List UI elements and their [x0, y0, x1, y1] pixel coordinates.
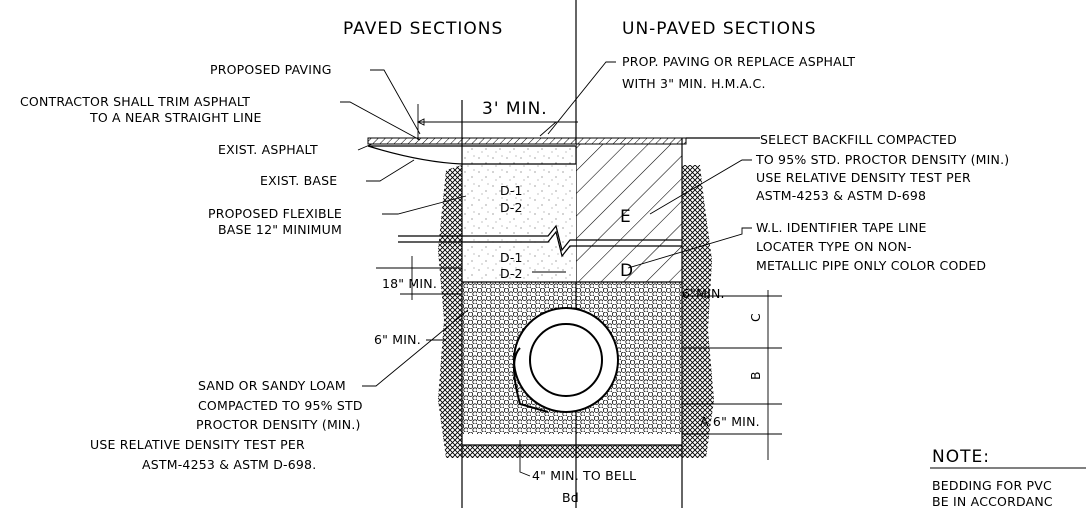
tape-label-1: W.L. IDENTIFIER TAPE LINE [756, 220, 927, 235]
sand-label-3: PROCTOR DENSITY (MIN.) [196, 417, 361, 432]
trim-asphalt-label-2: TO A NEAR STRAIGHT LINE [89, 110, 262, 125]
bd-label: Bd [562, 490, 579, 505]
pipe-bell [513, 347, 549, 413]
sand-label-1: SAND OR SANDY LOAM [198, 378, 346, 393]
unpaved-sections-heading: UN-PAVED SECTIONS [622, 19, 817, 39]
prop-paving-label-1: PROP. PAVING OR REPLACE ASPHALT [622, 54, 855, 69]
note-line-1: BEDDING FOR PVC [932, 478, 1052, 493]
exist-base-layer [367, 145, 577, 165]
note-line-2: BE IN ACCORDANC [932, 494, 1053, 508]
sand-label-2: COMPACTED TO 95% STD [198, 398, 363, 413]
tape-label-3: METALLIC PIPE ONLY COLOR CODED [756, 258, 986, 273]
select-backfill-label-2: TO 95% STD. PROCTOR DENSITY (MIN.) [755, 152, 1009, 167]
exist-asphalt-label: EXIST. ASPHALT [218, 142, 318, 157]
zone-d-label: D [620, 261, 634, 281]
tape-label-2: LOCATER TYPE ON NON- [756, 239, 912, 254]
flexible-base-label-2: BASE 12" MINIMUM [218, 222, 342, 237]
zone-d2-lower: D-2 [500, 266, 523, 281]
note-title: NOTE: [932, 447, 990, 467]
zone-d1-lower: D-1 [500, 250, 523, 265]
native-soil-hatch [438, 165, 714, 458]
zone-d1-upper: D-1 [500, 183, 523, 198]
zone-c-label: C [748, 313, 763, 322]
exist-base-label: EXIST. BASE [260, 173, 337, 188]
select-backfill-label-1: SELECT BACKFILL COMPACTED [760, 132, 957, 147]
zone-b-label: B [748, 371, 763, 380]
flexible-base-label-1: PROPOSED FLEXIBLE [208, 206, 342, 221]
select-backfill-label-3: USE RELATIVE DENSITY TEST PER [756, 170, 971, 185]
select-backfill-label-4: ASTM-4253 & ASTM D-698 [756, 188, 926, 203]
six-in-min-label: 6" MIN. [374, 332, 421, 347]
dim-a-label: A 6" MIN. [700, 414, 760, 429]
asphalt-layer [367, 137, 687, 145]
sand-label-4: USE RELATIVE DENSITY TEST PER [90, 437, 305, 452]
six-in-min-right-label: 6"MIN. [682, 286, 725, 301]
sand-label-5: ASTM-4253 & ASTM D-698. [142, 457, 316, 472]
pipe-inner [529, 323, 603, 397]
trim-asphalt-label-1: CONTRACTOR SHALL TRIM ASPHALT [20, 94, 250, 109]
select-backfill-speckle [462, 144, 576, 282]
to-bell-label: 4" MIN. TO BELL [532, 468, 636, 483]
three-ft-min-label: 3' MIN. [482, 99, 548, 119]
eighteen-in-min-label: 18" MIN. [382, 276, 437, 291]
paved-sections-heading: PAVED SECTIONS [343, 19, 503, 39]
proposed-paving-label: PROPOSED PAVING [210, 62, 332, 77]
zone-d2-upper: D-2 [500, 200, 523, 215]
prop-paving-label-2: WITH 3" MIN. H.M.A.C. [622, 76, 766, 91]
break-line [398, 224, 682, 252]
unpaved-backfill-zone [576, 144, 682, 282]
zone-e-label: E [620, 207, 632, 227]
